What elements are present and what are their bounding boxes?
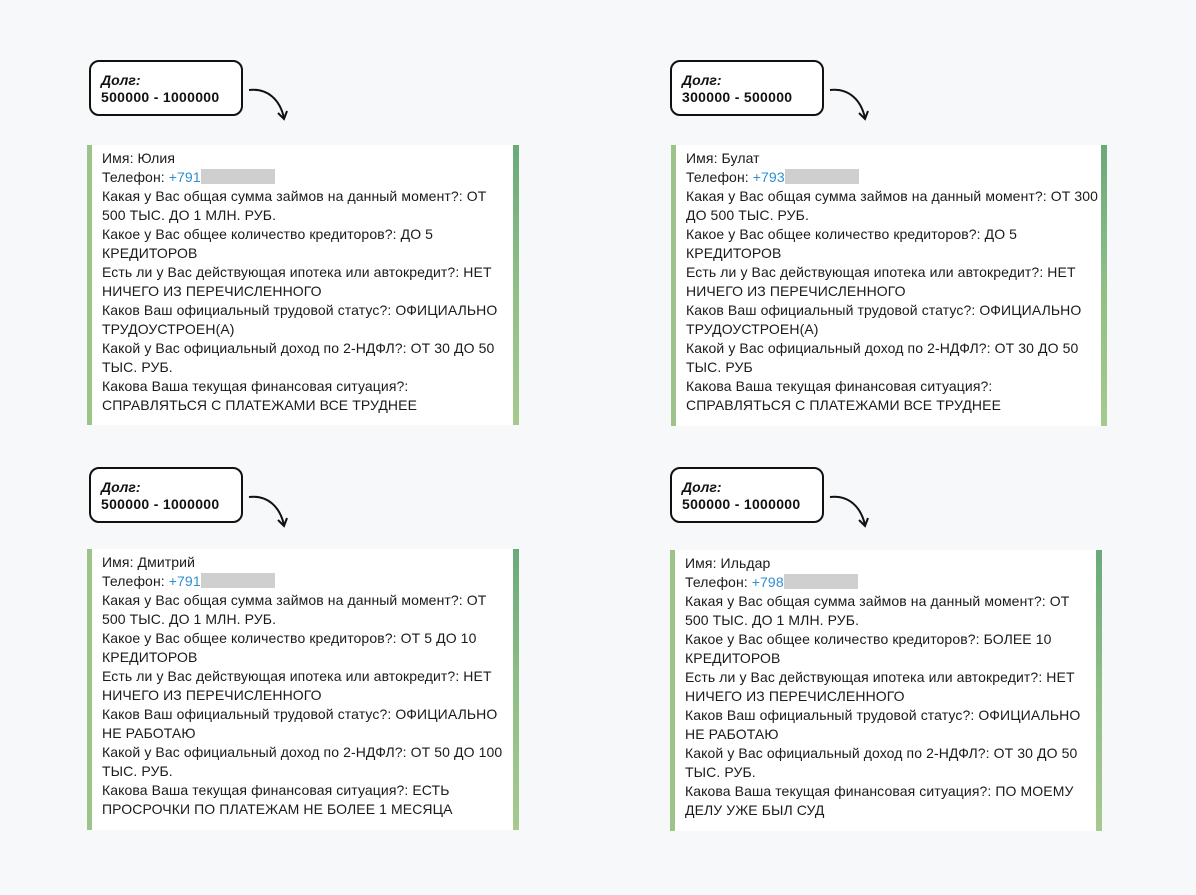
answer-employment: Каков Ваш официальный трудовой статус?: … xyxy=(686,302,1082,337)
phone-redaction xyxy=(200,573,275,588)
answer-loan-sum: Какая у Вас общая сумма займов на данный… xyxy=(686,188,1099,223)
phone-link[interactable]: +798 xyxy=(751,574,784,590)
answer-financial-situation: Какова Ваша текущая финансовая ситуация?… xyxy=(686,378,1002,413)
lead-name: Имя: Юлия xyxy=(102,150,176,166)
answer-financial-situation: Какова Ваша текущая финансовая ситуация?… xyxy=(102,378,418,413)
debt-label: Долг: xyxy=(101,72,141,88)
lead-card: Имя: Юлия Телефон: +791 Какая у Вас обща… xyxy=(87,145,519,425)
answer-creditors: Какое у Вас общее количество кредиторов?… xyxy=(102,630,477,665)
curved-arrow-icon xyxy=(829,88,869,121)
answer-financial-situation: Какова Ваша текущая финансовая ситуация?… xyxy=(685,783,1074,818)
card-stripe xyxy=(1096,550,1102,831)
answer-mortgage: Есть ли у Вас действующая ипотека или ав… xyxy=(102,668,492,703)
answer-mortgage: Есть ли у Вас действующая ипотека или ав… xyxy=(686,264,1076,299)
curved-arrow-icon xyxy=(248,88,288,121)
lead-phone: Телефон: +793 xyxy=(686,168,1099,187)
debt-value: 500000 - 1000000 xyxy=(682,496,801,512)
lead-phone: Телефон: +791 xyxy=(102,168,511,187)
debt-label: Долг: xyxy=(101,479,141,495)
debt-box: Долг: 500000 - 1000000 xyxy=(670,467,824,523)
card-stripe xyxy=(513,549,519,830)
phone-link[interactable]: +791 xyxy=(168,573,201,589)
phone-redaction xyxy=(784,169,859,184)
phone-redaction xyxy=(200,169,275,184)
answer-employment: Каков Ваш официальный трудовой статус?: … xyxy=(102,302,498,337)
card-stripe xyxy=(513,145,519,425)
debt-label: Долг: xyxy=(682,72,722,88)
lead-phone: Телефон: +798 xyxy=(685,573,1094,592)
debt-value: 300000 - 500000 xyxy=(682,89,793,105)
lead-card: Имя: Булат Телефон: +793 Какая у Вас общ… xyxy=(671,145,1107,426)
debt-label: Долг: xyxy=(682,479,722,495)
phone-link[interactable]: +791 xyxy=(168,169,201,185)
answer-income: Какой у Вас официальный доход по 2-НДФЛ?… xyxy=(685,745,1078,780)
curved-arrow-icon xyxy=(248,495,288,528)
lead-card: Имя: Ильдар Телефон: +798 Какая у Вас об… xyxy=(670,550,1102,831)
answer-employment: Каков Ваш официальный трудовой статус?: … xyxy=(685,707,1081,742)
debt-box: Долг: 500000 - 1000000 xyxy=(89,467,243,523)
answer-income: Какой у Вас официальный доход по 2-НДФЛ?… xyxy=(102,340,495,375)
lead-name: Имя: Булат xyxy=(686,150,760,166)
answer-loan-sum: Какая у Вас общая сумма займов на данный… xyxy=(102,188,487,223)
phone-link[interactable]: +793 xyxy=(752,169,785,185)
answer-loan-sum: Какая у Вас общая сумма займов на данный… xyxy=(102,592,487,627)
answer-creditors: Какое у Вас общее количество кредиторов?… xyxy=(102,226,434,261)
debt-value: 500000 - 1000000 xyxy=(101,496,220,512)
answer-creditors: Какое у Вас общее количество кредиторов?… xyxy=(686,226,1018,261)
answer-income: Какой у Вас официальный доход по 2-НДФЛ?… xyxy=(102,744,503,779)
debt-value: 500000 - 1000000 xyxy=(101,89,220,105)
lead-phone: Телефон: +791 xyxy=(102,572,511,591)
answer-loan-sum: Какая у Вас общая сумма займов на данный… xyxy=(685,593,1070,628)
debt-box: Долг: 500000 - 1000000 xyxy=(89,60,243,116)
lead-card: Имя: Дмитрий Телефон: +791 Какая у Вас о… xyxy=(87,549,519,830)
answer-mortgage: Есть ли у Вас действующая ипотека или ав… xyxy=(102,264,492,299)
answer-creditors: Какое у Вас общее количество кредиторов?… xyxy=(685,631,1052,666)
curved-arrow-icon xyxy=(829,495,869,528)
phone-redaction xyxy=(783,574,858,589)
answer-financial-situation: Какова Ваша текущая финансовая ситуация?… xyxy=(102,782,453,817)
lead-name: Имя: Ильдар xyxy=(685,555,771,571)
answer-income: Какой у Вас официальный доход по 2-НДФЛ?… xyxy=(686,340,1079,375)
debt-box: Долг: 300000 - 500000 xyxy=(670,60,824,116)
answer-employment: Каков Ваш официальный трудовой статус?: … xyxy=(102,706,498,741)
answer-mortgage: Есть ли у Вас действующая ипотека или ав… xyxy=(685,669,1075,704)
card-stripe xyxy=(1101,145,1107,426)
lead-name: Имя: Дмитрий xyxy=(102,554,196,570)
